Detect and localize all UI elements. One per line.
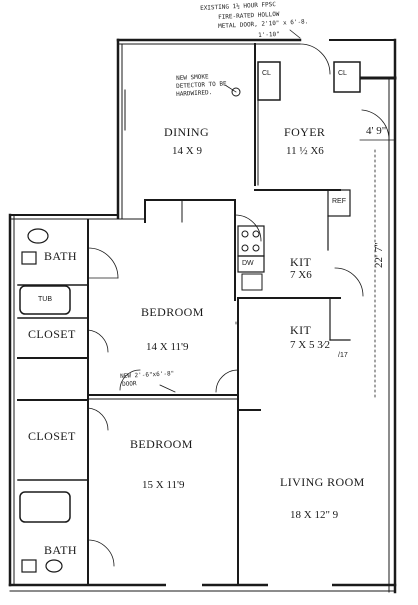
small-dimension-mark: /17 [338,352,348,359]
door-width-note: 1'-10" [257,30,280,39]
living-room-dim: 18 X 12" 9 [290,509,339,521]
tub-label: TUB [38,296,52,303]
kitchen-2-dim: 7 X 5 3⁄2 [290,339,331,351]
smoke-detector-icon [231,87,241,97]
dining-dim: 14 X 9 [172,145,202,157]
bath-1-label: BATH [44,249,77,263]
foyer-label: FOYER [284,125,326,139]
horizontal-dimension: 4' 9" [366,125,387,137]
vertical-dimension: 22' 7" [373,242,385,268]
closet-small-1-label: CL [262,70,271,77]
dining-label: DINING [164,125,210,139]
kitchen-1-label: KIT [290,255,312,269]
bedroom-1-label: BEDROOM [141,305,204,319]
new-door-note-line-2: DOOR [121,380,137,388]
bedroom-2-label: BEDROOM [130,437,193,451]
closet-2-label: CLOSET [28,429,76,443]
foyer-dim: 11 ½ X6 [286,145,324,157]
closet-small-2-label: CL [338,70,347,77]
bath-2-label: BATH [44,543,77,557]
bedroom-1-dim: 14 X 11'9 [146,341,189,353]
bedroom-2-dim: 15 X 11'9 [142,479,185,491]
living-room-label: LIVING ROOM [280,475,365,489]
kitchen-2-label: KIT [290,323,312,337]
refrigerator-label: REF [332,198,346,205]
kitchen-1-dim: 7 X6 [290,269,312,281]
dishwasher-label: DW [242,260,254,267]
closet-1-label: CLOSET [28,327,76,341]
